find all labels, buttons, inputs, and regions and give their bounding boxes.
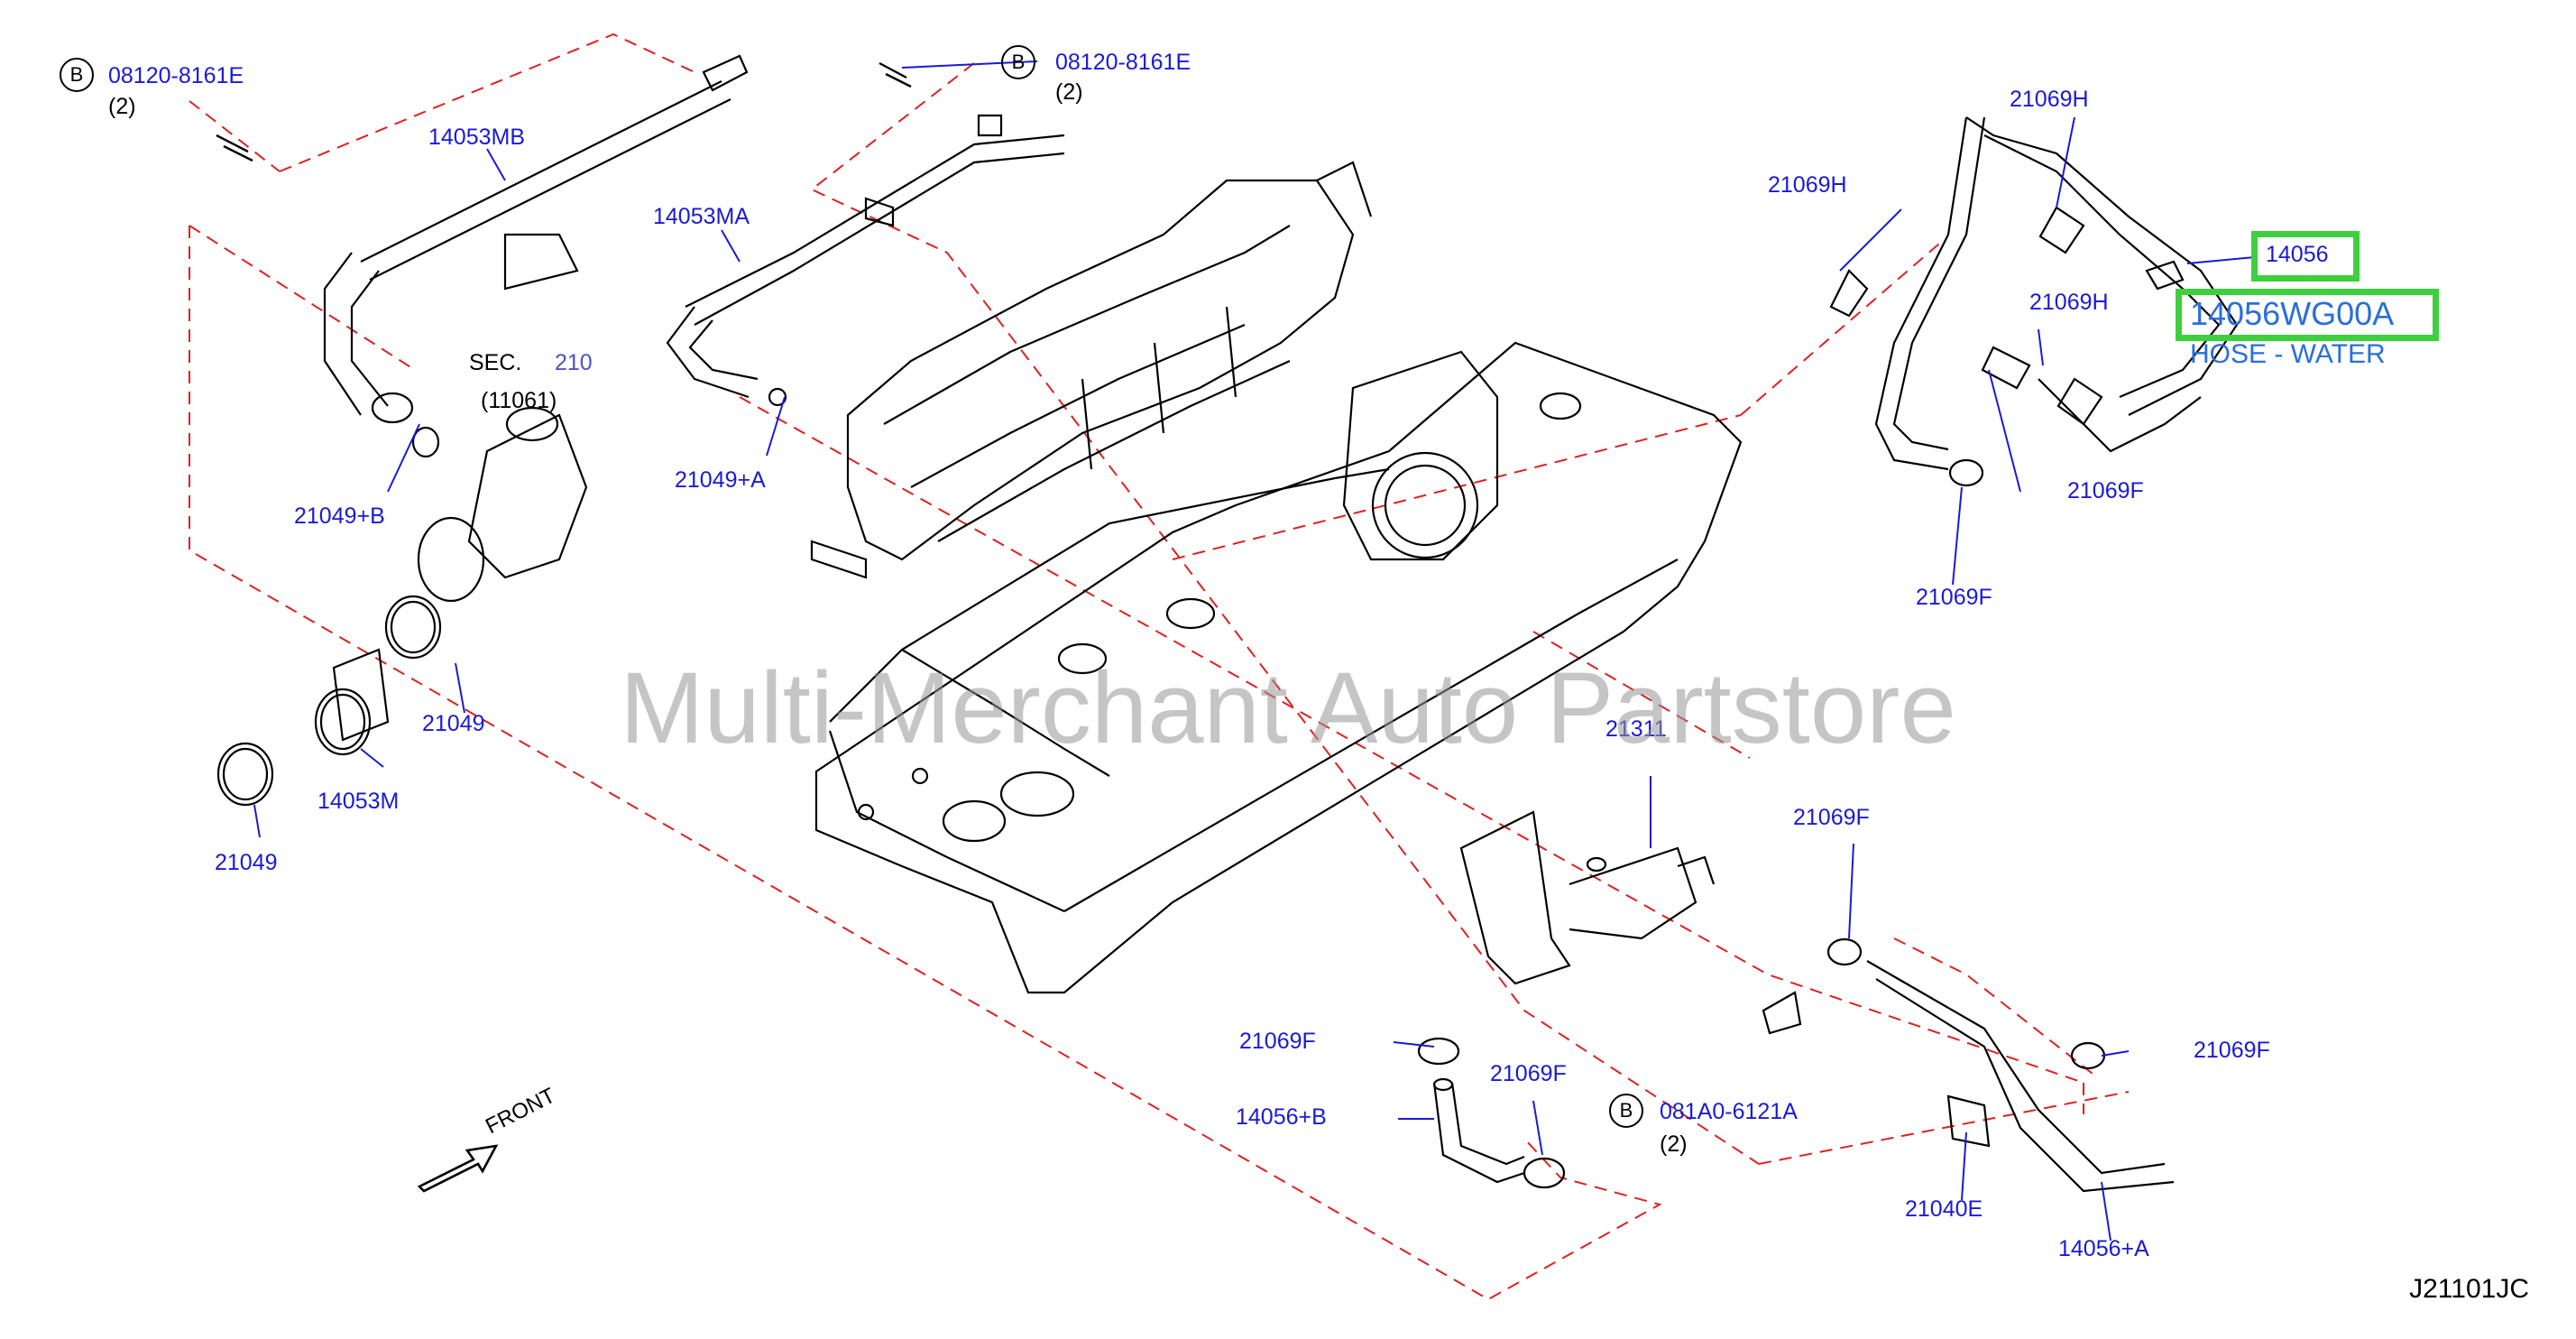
part-label-21069F[interactable]: 21069F — [1239, 1029, 1316, 1054]
section-prefix: SEC. — [469, 350, 522, 375]
part-label-21069F[interactable]: 21069F — [2067, 478, 2144, 503]
part-label-21049B[interactable]: 21049+B — [294, 503, 385, 529]
part-label-14053MB[interactable]: 14053MB — [428, 125, 526, 150]
part-label-21069F[interactable]: 21069F — [2194, 1038, 2270, 1063]
section-number[interactable]: 210 — [555, 350, 593, 375]
part-label-21069F[interactable]: 21069F — [1916, 585, 1992, 610]
part-label-21069H[interactable]: 21069H — [1768, 172, 1847, 198]
part-label-14056B[interactable]: 14056+B — [1236, 1104, 1327, 1130]
bolt-part-number: 08120-8161E — [1055, 50, 1191, 75]
bolt-symbol-b: B — [1001, 45, 1035, 79]
watermark: Multi-Merchant Auto Partstore — [620, 651, 1956, 764]
part-label-21040E[interactable]: 21040E — [1905, 1196, 1983, 1222]
bolt-part-number: 081A0-6121A — [1660, 1099, 1798, 1124]
part-label-21069H[interactable]: 21069H — [2029, 290, 2109, 315]
part-label-21311[interactable]: 21311 — [1605, 716, 1667, 742]
part-label-21049[interactable]: 21049 — [215, 850, 278, 875]
highlight-box-14056 — [2251, 231, 2360, 282]
bolt-part-number: 08120-8161E — [108, 63, 244, 88]
bolt-icons — [216, 61, 912, 162]
part-label-14053M[interactable]: 14053M — [317, 789, 400, 814]
front-arrow-icon — [417, 1144, 499, 1193]
highlighted-part-description: HOSE - WATER — [2190, 339, 2386, 369]
section-reference: (11061) — [481, 388, 557, 413]
bolt-quantity: (2) — [108, 94, 136, 119]
part-label-14056[interactable]: 14056 — [2266, 242, 2329, 267]
engine-head-cover — [814, 341, 1743, 994]
water-hose-assembly — [1829, 116, 2239, 487]
bolt-symbol-b: B — [60, 58, 94, 92]
part-label-21069F[interactable]: 21069F — [1793, 805, 1870, 830]
dashed-assembly-lines — [189, 32, 2130, 1301]
part-label-21069H[interactable]: 21069H — [2010, 87, 2089, 112]
thermostat-housing — [216, 406, 588, 807]
catalog-code: J21101JC — [2409, 1274, 2529, 1304]
bolt-quantity: (2) — [1660, 1131, 1688, 1157]
part-label-14056A[interactable]: 14056+A — [2058, 1236, 2149, 1261]
intake-manifold — [810, 161, 1499, 579]
coolant-pipes — [323, 54, 1065, 424]
bracket-21311 — [1459, 810, 1716, 985]
part-label-21049[interactable]: 21049 — [422, 711, 485, 736]
part-label-21049A[interactable]: 21049+A — [675, 467, 766, 493]
bolt-symbol-b: B — [1609, 1094, 1643, 1128]
lower-hoses — [1417, 937, 2175, 1193]
leader-lines — [253, 60, 2256, 1242]
highlight-box-part-number — [2176, 289, 2439, 341]
part-label-14053MA[interactable]: 14053MA — [653, 204, 750, 229]
highlighted-part-number[interactable]: 14056WG00A — [2190, 295, 2395, 332]
part-label-21069F[interactable]: 21069F — [1490, 1061, 1567, 1086]
bolt-quantity: (2) — [1055, 79, 1083, 105]
